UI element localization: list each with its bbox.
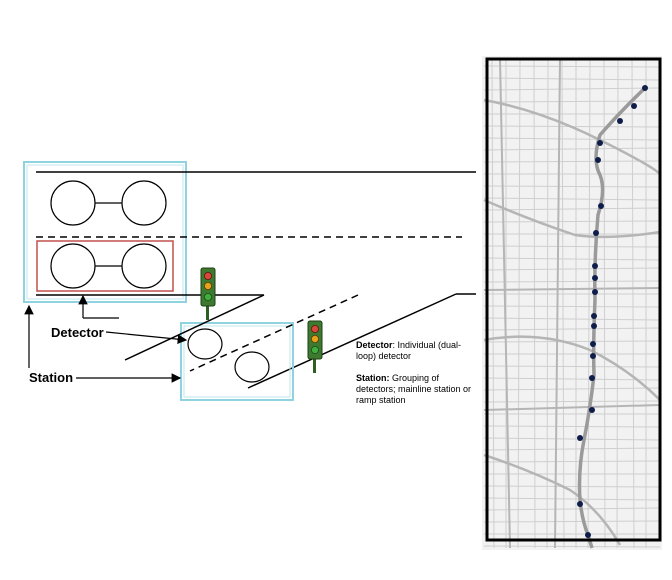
station-dot: [592, 275, 598, 281]
map-street: [483, 280, 661, 283]
map-street: [483, 317, 661, 321]
legend-detector-desc: : Individual (dual-loop) detector: [356, 340, 462, 361]
map-street: [483, 267, 661, 271]
legend-station: Station: Grouping of detectors; mainline…: [356, 373, 480, 406]
map-street: [533, 59, 536, 549]
map-street: [483, 425, 661, 428]
ramp-edge-line: [124, 294, 265, 361]
map-street: [483, 77, 661, 81]
detector-highlight-box: [36, 240, 174, 292]
mainline-station-box-inner: [26, 164, 184, 300]
map-street: [483, 340, 661, 343]
map-street: [483, 207, 661, 211]
station-dot: [642, 85, 648, 91]
legend-detector-term: Detector: [356, 340, 393, 350]
map-street: [483, 387, 661, 391]
legend-detector: Detector: Individual (dual-loop) detecto…: [356, 340, 480, 362]
map-street: [483, 497, 661, 501]
map-street: [616, 59, 619, 549]
map-street: [483, 137, 661, 141]
map-street: [483, 257, 661, 261]
station-dot: [593, 230, 599, 236]
map-street: [483, 87, 661, 91]
station-dot: [577, 501, 583, 507]
station-dot: [590, 341, 596, 347]
map-street: [546, 59, 549, 549]
map-street: [483, 485, 661, 488]
map-street: [483, 147, 661, 151]
dual-loop-detector-lower: [50, 243, 167, 289]
traffic-signal-icon: [200, 267, 216, 320]
map-street: [483, 305, 661, 308]
station-dot: [595, 157, 601, 163]
map-street: [483, 160, 661, 163]
map-frame: [485, 57, 662, 542]
station-dot: [589, 375, 595, 381]
detector-label: Detector: [51, 325, 104, 340]
station-dot: [590, 353, 596, 359]
map-street: [483, 507, 661, 511]
station-dot: [592, 263, 598, 269]
mainline-connector-diagonal: [247, 293, 457, 389]
map-street: [483, 65, 661, 68]
ramp-detector-loop-2: [234, 351, 270, 383]
ramp-station-box-inner: [183, 325, 291, 398]
map-street: [483, 520, 661, 523]
map-street: [483, 327, 661, 331]
legend: Detector: Individual (dual-loop) detecto…: [356, 340, 480, 417]
corridor-map: [482, 56, 662, 550]
legend-station-desc: Grouping of detectors; mainline station …: [356, 373, 472, 405]
ramp-detector-loop-1: [187, 328, 223, 360]
station-dot: [585, 532, 591, 538]
station-label: Station: [29, 370, 73, 385]
ramp-station-box: [180, 322, 294, 401]
map-street: [483, 545, 661, 548]
map-street: [483, 377, 661, 381]
detector-station-dots: [577, 85, 648, 538]
station-dot: [597, 140, 603, 146]
map-street: [491, 59, 495, 549]
station-dot: [592, 289, 598, 295]
station-dot: [591, 313, 597, 319]
map-street: [483, 365, 661, 368]
map-street: [483, 220, 661, 223]
map-street: [483, 197, 661, 201]
dual-loop-detector-upper: [50, 180, 167, 226]
map-street: [631, 59, 635, 549]
map-street: [483, 185, 661, 188]
map-street: [483, 447, 661, 451]
station-dot: [617, 118, 623, 124]
map-street: [587, 59, 591, 549]
mainline-station-box: [23, 161, 187, 303]
station-dot: [631, 103, 637, 109]
map-street: [483, 245, 661, 248]
legend-station-term: Station:: [356, 373, 390, 383]
map-street: [561, 59, 565, 549]
detector-arrow: [105, 331, 188, 344]
ramp-dashed-line: [189, 294, 359, 372]
station-dot: [589, 407, 595, 413]
map-street: [483, 400, 661, 403]
station-dot: [598, 203, 604, 209]
traffic-signal-icon: [307, 320, 323, 373]
station-dot: [591, 323, 597, 329]
corridor-highway: [577, 86, 647, 549]
map-street: [483, 437, 661, 441]
map-street: [483, 460, 661, 463]
station-dot: [577, 435, 583, 441]
